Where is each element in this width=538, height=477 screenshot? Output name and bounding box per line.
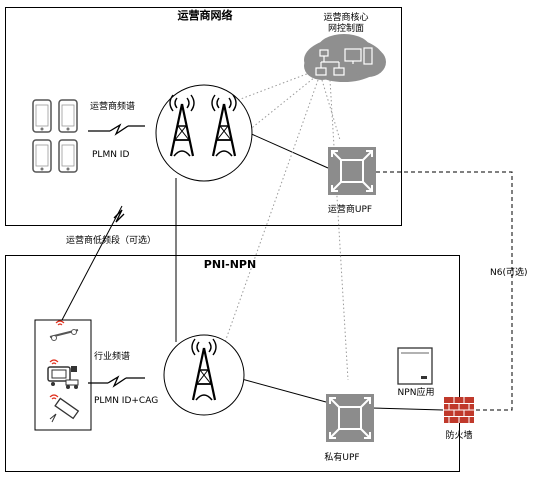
operator-spectrum-label: 运营商频谱 xyxy=(90,100,135,112)
operator-core-cloud xyxy=(304,34,386,82)
firewall-icon xyxy=(444,397,474,423)
operator-network-region xyxy=(5,7,402,226)
operator-upf-icon xyxy=(327,146,377,196)
industry-radio-link xyxy=(88,375,145,388)
phone-icon xyxy=(58,139,78,173)
low-band-label: 运营商低频段（可选） xyxy=(66,234,156,246)
industry-devices-panel xyxy=(34,319,92,431)
private-upf-icon xyxy=(325,393,375,443)
industry-spectrum-label: 行业频谱 xyxy=(94,350,130,362)
core-label-line2: 网控制面 xyxy=(328,22,364,34)
agv-icon xyxy=(49,320,79,341)
operator-phones xyxy=(32,99,78,173)
pni-npn-title: PNI-NPN xyxy=(204,258,256,271)
firewall-label: 防火墙 xyxy=(445,429,472,441)
n6-label: N6(可选) xyxy=(490,266,527,278)
operator-network-title: 运营商网络 xyxy=(178,8,233,22)
phone-icon xyxy=(58,99,78,133)
operator-radio-link xyxy=(88,123,145,136)
npn-app-label: NPN应用 xyxy=(398,386,435,398)
phone-icon xyxy=(32,99,52,133)
drill-icon xyxy=(49,394,80,423)
operator-plmn-label: PLMN ID xyxy=(92,150,129,160)
phone-icon xyxy=(32,139,52,173)
core-label-line1: 运营商核心 xyxy=(323,11,368,23)
low-band-radio-symbol xyxy=(113,209,125,223)
pni-npn-region xyxy=(5,255,460,472)
computer-network-icon xyxy=(315,47,373,76)
private-upf-label: 私有UPF xyxy=(324,451,359,463)
operator-upf-label: 运营商UPF xyxy=(328,203,372,215)
connection-lines xyxy=(61,71,513,411)
plmn-cag-label: PLMN ID+CAG xyxy=(94,396,158,406)
server-icon xyxy=(397,347,433,385)
robot-cart-icon xyxy=(47,359,79,389)
